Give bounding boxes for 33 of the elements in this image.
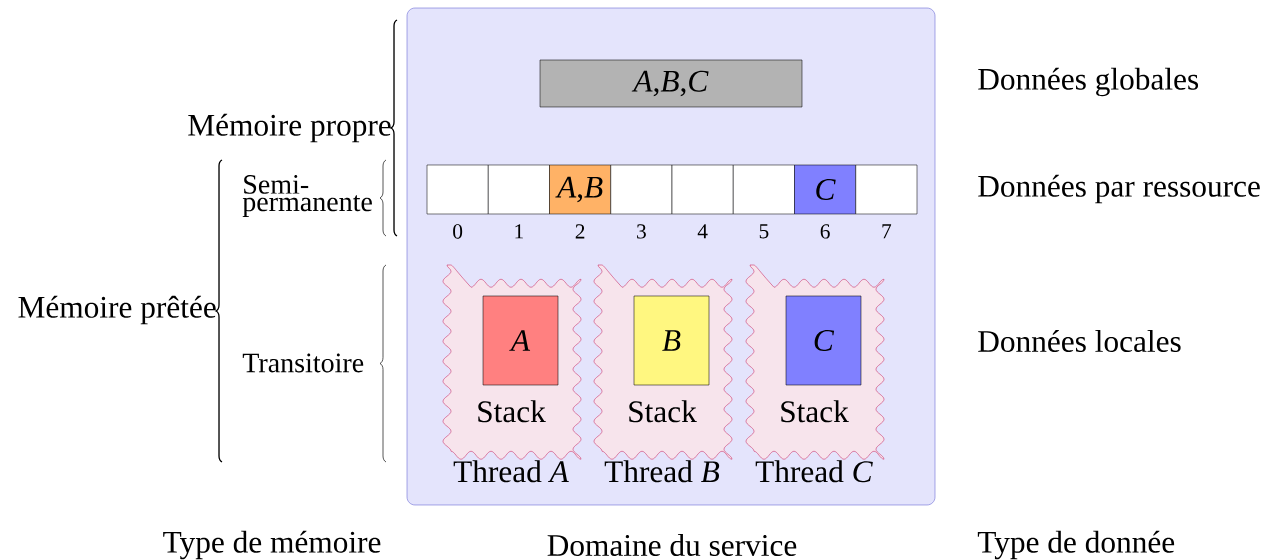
resource-cell [426, 164, 489, 215]
column-heading: Type de mémoire [163, 530, 381, 560]
thread-caption: Thread A [453, 460, 569, 483]
stack-box: C [785, 295, 862, 386]
resource-cell: A,B [549, 164, 612, 215]
cell-index: 0 [453, 224, 463, 239]
memory-label: Mémoire prêtée [18, 295, 216, 325]
memory-label: Mémoire propre [188, 113, 391, 143]
thread-caption: Thread C [755, 460, 873, 483]
column-heading: Type de donnée [977, 530, 1175, 560]
cell-index: 3 [637, 224, 646, 239]
resource-cell [610, 164, 673, 215]
cell-index: 2 [575, 224, 585, 239]
resource-cell [488, 164, 550, 215]
cell-index: 6 [820, 224, 830, 239]
global-data-box: A,B,C [539, 59, 803, 108]
cell-index: 4 [697, 224, 708, 239]
stack-box: A [482, 295, 559, 386]
thread-caption: Thread B [604, 460, 720, 483]
resource-cell: C [794, 164, 856, 215]
data-type-label: Données locales [978, 329, 1181, 353]
stack-box: B [633, 295, 710, 386]
resource-cell [733, 164, 795, 215]
cell-index: 7 [882, 224, 892, 239]
memory-label: Semi-permanente [242, 175, 372, 217]
memory-label: Transitoire [242, 353, 364, 373]
data-type-label: Données globales [978, 67, 1199, 97]
resource-cell [671, 164, 734, 215]
column-heading: Domaine du service [547, 534, 797, 556]
cell-index: 1 [515, 224, 523, 239]
resource-cell [855, 164, 918, 215]
data-type-label: Données par ressource [978, 174, 1260, 204]
cell-index: 5 [759, 224, 769, 239]
